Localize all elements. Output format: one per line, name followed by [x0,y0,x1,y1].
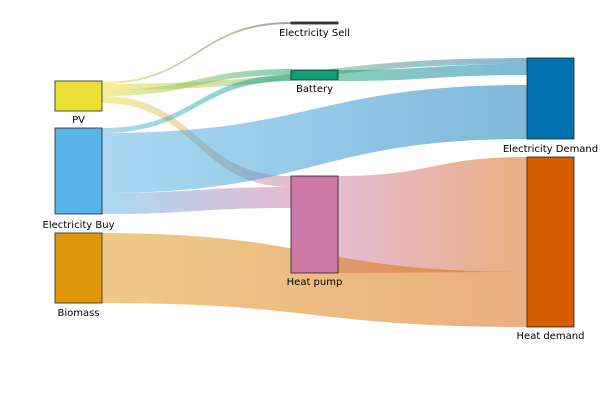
node-label-elec-buy: Electricity Buy [43,220,115,231]
node-label-battery: Battery [296,84,333,95]
node-label-biomass: Biomass [57,308,99,319]
node-elec-demand [526,57,575,140]
node-label-heat-demand: Heat demand [517,331,585,342]
link-pv-to-battery [102,69,291,96]
link-biomass-to-heat_demand [102,233,527,327]
node-elec-sell [290,21,339,25]
link-elec_buy-to-battery [102,75,291,133]
node-heat-demand [526,156,575,328]
link-battery-to-elec_demand [338,64,527,81]
link-heat_pump-to-heat_demand [338,157,527,273]
link-elec_buy-to-elec_demand [102,85,527,193]
node-label-elec-sell: Electricity Sell [279,28,350,39]
link-pv-to-elec_sell [102,22,291,84]
node-heat-pump [290,175,339,274]
node-pv [54,80,103,112]
node-elec-buy [54,127,103,215]
node-label-elec-demand: Electricity Demand [503,144,598,155]
link-elec_buy-to-heat_pump [102,187,291,214]
sankey-links [102,22,527,327]
node-biomass [54,232,103,304]
node-label-heat-pump: Heat pump [287,277,343,288]
sankey-nodes [54,21,575,328]
node-battery [290,69,339,81]
node-label-pv: PV [72,115,85,126]
